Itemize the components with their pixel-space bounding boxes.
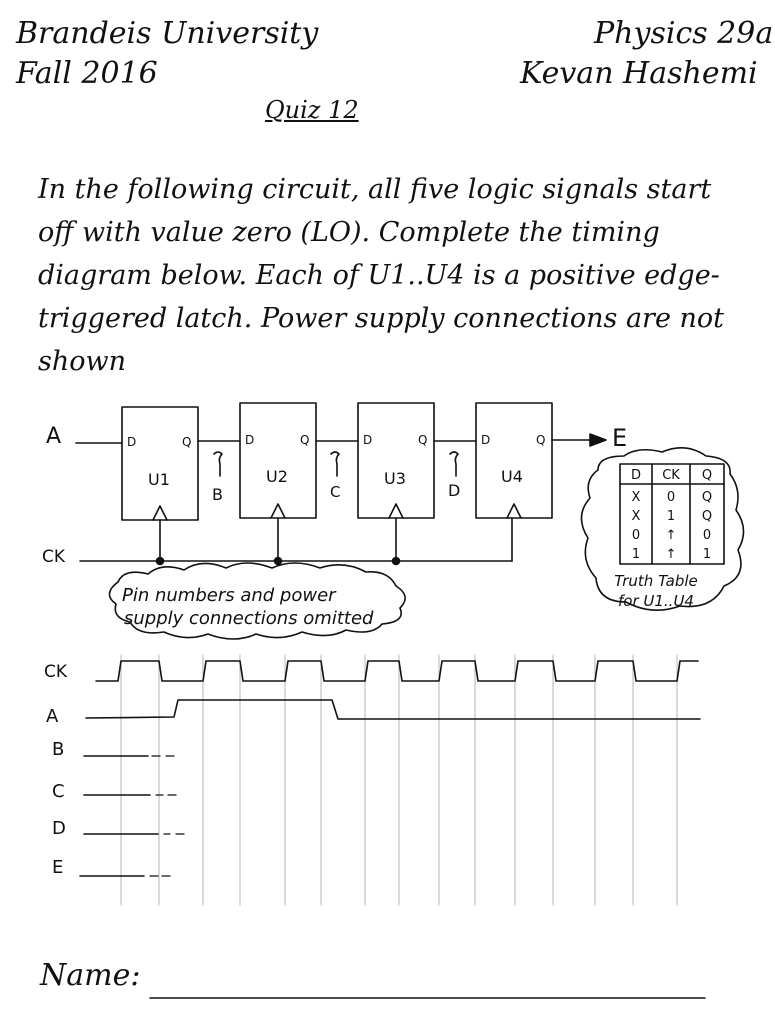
- instructor-name: Kevan Hashemi: [520, 56, 758, 91]
- u2-name: U2: [266, 467, 288, 486]
- latch-u4-box: [475, 402, 553, 519]
- timing-labels: CK A B C D E: [44, 662, 68, 878]
- node-label-d: D: [448, 481, 460, 500]
- timing-diagram: [79, 654, 701, 906]
- timing-grid: [120, 654, 678, 906]
- course-name: Physics 29a: [594, 16, 774, 51]
- timing-label-b: B: [52, 739, 64, 760]
- u1-q-pin: Q: [182, 435, 191, 449]
- timing-label-a: A: [46, 706, 59, 727]
- tt-cell: X: [632, 490, 641, 505]
- timing-label-c: C: [52, 781, 65, 802]
- u3-name: U3: [384, 469, 406, 488]
- node-label-b: B: [212, 485, 223, 504]
- waveform-a: [85, 699, 701, 720]
- truth-table: D CK Q X 0 Q X 1 Q 0 ↑ 0 1 ↑ 1: [631, 468, 712, 562]
- tt-cell: 1: [632, 547, 640, 562]
- tt-cell: 1: [703, 547, 711, 562]
- u2-d-pin: D: [245, 433, 254, 447]
- tt-cell: 0: [703, 528, 711, 543]
- tt-header-ck: CK: [662, 468, 680, 483]
- node-marker-b: [213, 451, 223, 477]
- latch-u2-box: [239, 402, 317, 519]
- u2-q-pin: Q: [300, 433, 309, 447]
- tt-cell: ↑: [666, 547, 677, 562]
- university-name: Brandeis University: [16, 16, 319, 51]
- node-label-c: C: [330, 483, 340, 501]
- timing-label-ck: CK: [44, 662, 68, 682]
- label-input-a: A: [46, 424, 61, 449]
- tt-cell: Q: [702, 509, 712, 524]
- term: Fall 2016: [16, 56, 158, 91]
- truth-table-box: [619, 463, 725, 565]
- tt-cell: Q: [702, 490, 712, 505]
- tt-header-q: Q: [702, 468, 712, 483]
- label-ck-circuit: CK: [42, 547, 66, 567]
- note-line-2: supply connections omitted: [124, 608, 374, 629]
- note-cloud: [108, 562, 406, 640]
- tt-cell: 0: [667, 490, 675, 505]
- problem-statement: In the following circuit, all five logic…: [38, 174, 725, 377]
- tt-cell: 0: [632, 528, 640, 543]
- tt-caption-1: Truth Table: [614, 572, 698, 590]
- u1-d-pin: D: [127, 435, 136, 449]
- latch-u1-box: [121, 406, 199, 521]
- name-field[interactable]: [150, 966, 705, 998]
- u3-d-pin: D: [363, 433, 372, 447]
- quiz-title: Quiz 12: [265, 96, 359, 124]
- name-label: Name:: [40, 958, 141, 993]
- output-arrow-icon: [589, 433, 607, 447]
- tt-caption-2: for U1..U4: [618, 592, 694, 610]
- u3-q-pin: Q: [418, 433, 427, 447]
- note-line-1: Pin numbers and power: [122, 585, 337, 606]
- waveform-ck: [95, 660, 699, 682]
- tt-header-d: D: [631, 468, 641, 483]
- label-output-e: E: [612, 424, 627, 452]
- node-marker-d: [449, 451, 459, 477]
- u1-name: U1: [148, 470, 170, 489]
- tt-cell: X: [632, 509, 641, 524]
- u4-name: U4: [501, 467, 523, 486]
- truth-table-cloud: [580, 447, 745, 611]
- u4-d-pin: D: [481, 433, 490, 447]
- latch-u3-box: [357, 402, 435, 519]
- node-marker-c: [330, 451, 340, 477]
- circuit-diagram: [75, 402, 745, 640]
- timing-label-e: E: [52, 857, 63, 878]
- u4-q-pin: Q: [536, 433, 545, 447]
- tt-cell: 1: [667, 509, 675, 524]
- tt-cell: ↑: [666, 528, 677, 543]
- timing-label-d: D: [52, 818, 66, 839]
